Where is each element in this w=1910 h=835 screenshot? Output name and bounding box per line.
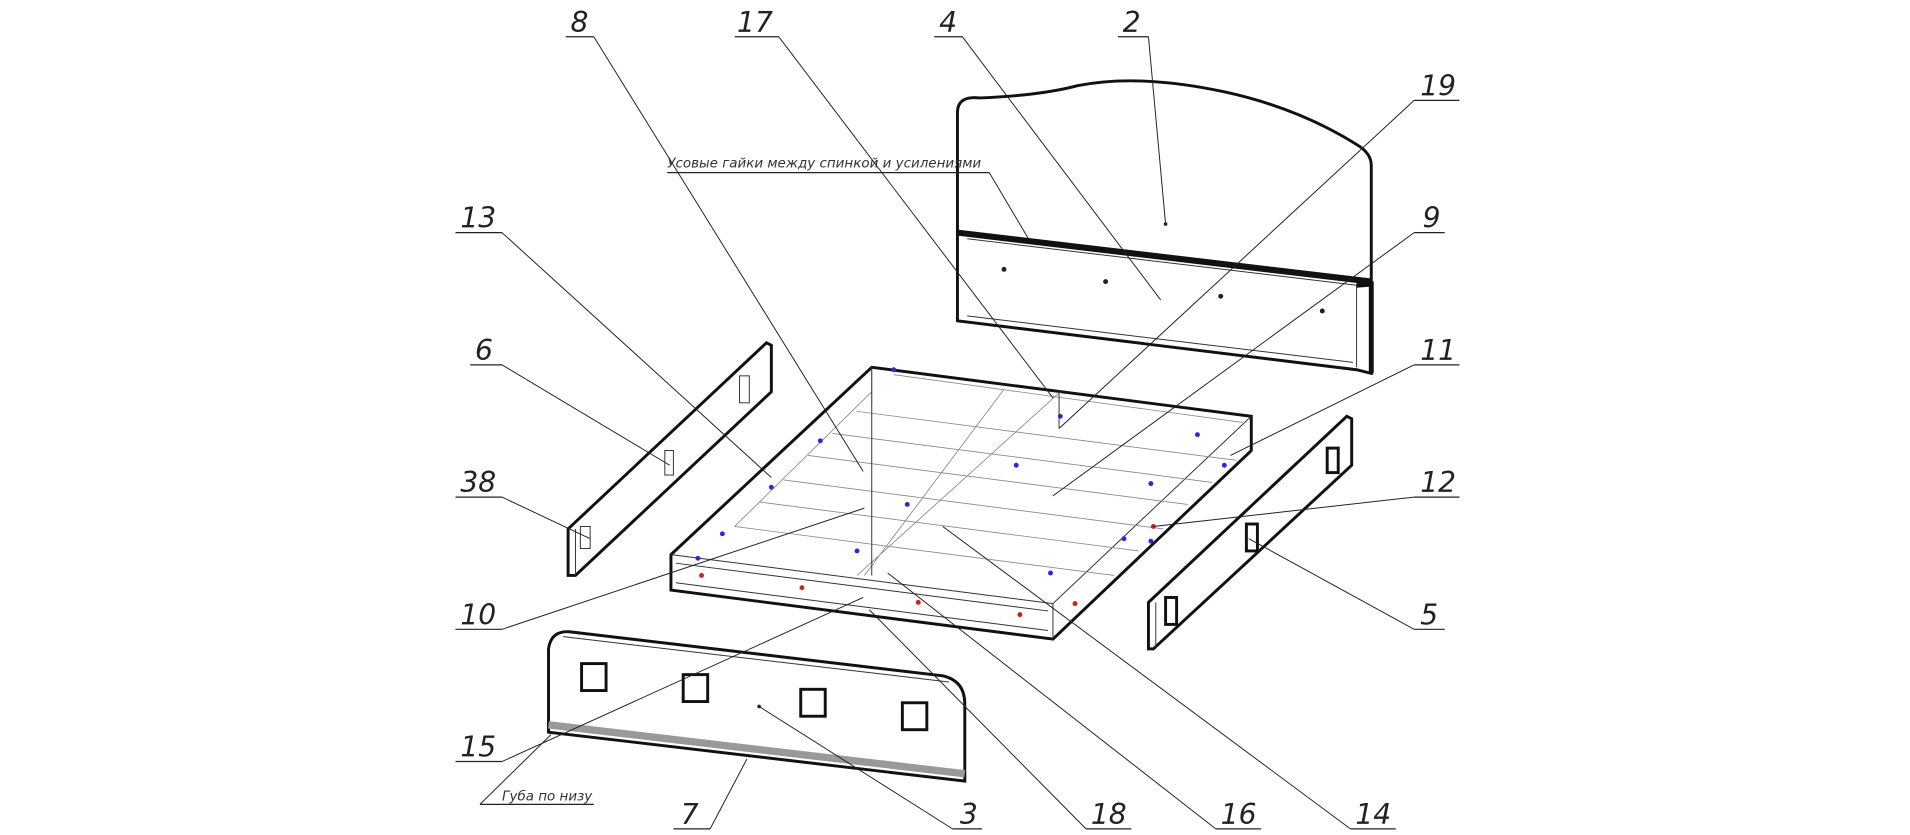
callout-15: 15	[455, 597, 864, 764]
callout-5: 5	[1248, 538, 1445, 631]
callout-label: 18	[1091, 798, 1127, 831]
callout-8: 8	[565, 6, 864, 472]
callout-18: 18	[868, 609, 1132, 831]
callout-16: 16	[887, 572, 1262, 831]
footboard	[547, 630, 967, 783]
callout-label: 19	[1420, 69, 1456, 102]
callout-label: 12	[1420, 466, 1456, 499]
callout-label: 4	[939, 6, 957, 39]
headboard	[955, 79, 1374, 376]
callout-label: 16	[1221, 798, 1257, 831]
callout-label: 14	[1355, 798, 1391, 831]
callout-label: 9	[1423, 202, 1441, 235]
callout-11: 11	[1230, 334, 1460, 456]
callout-label: 13	[460, 202, 496, 235]
bed-frame	[669, 365, 1253, 641]
callout-label: 15	[460, 731, 496, 764]
callout-label: 5	[1420, 598, 1438, 631]
callout-label: 38	[460, 466, 496, 499]
nuts-annotation: Усовые гайки между спинкой и усилениями	[667, 157, 1029, 239]
nuts-note: Усовые гайки между спинкой и усилениями	[667, 157, 981, 172]
callout-9: 9	[1052, 202, 1445, 497]
callout-label: 6	[475, 334, 493, 367]
right-side-panel	[1146, 414, 1354, 651]
callout-14: 14	[942, 526, 1396, 831]
callout-12: 12	[1153, 466, 1460, 527]
callout-3: 3	[758, 706, 982, 831]
callout-label: 2	[1123, 6, 1141, 39]
callout-2: 2	[1117, 6, 1167, 225]
lip-annotation: Губа по низу	[479, 734, 594, 806]
callout-label: 17	[737, 6, 773, 39]
callout-17: 17	[734, 6, 1054, 399]
callout-label: 10	[460, 598, 496, 631]
callout-6: 6	[470, 334, 670, 466]
callout-label: 7	[681, 798, 699, 831]
callout-label: 11	[1420, 334, 1456, 367]
callout-13: 13	[455, 202, 772, 478]
callout-38: 38	[455, 466, 591, 540]
callout-19: 19	[1058, 69, 1460, 429]
callout-10: 10	[455, 507, 865, 631]
callout-label: 8	[571, 6, 589, 39]
callout-label: 3	[960, 798, 978, 831]
lip-note: Губа по низу	[502, 789, 593, 805]
callout-4: 4	[934, 6, 1162, 301]
callout-7: 7	[673, 758, 748, 831]
